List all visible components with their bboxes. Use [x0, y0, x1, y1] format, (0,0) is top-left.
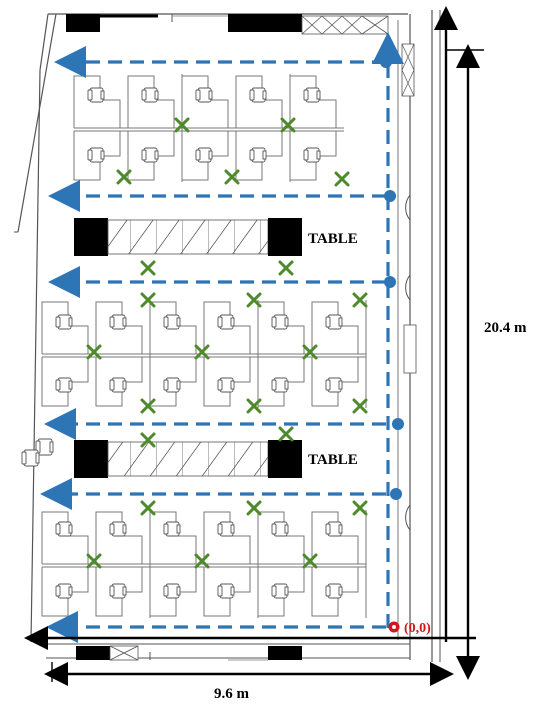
height-dimension: 20.4 m	[456, 44, 527, 680]
office-chair	[55, 583, 73, 599]
office-chair	[109, 377, 127, 393]
measurement-point-x	[302, 344, 318, 360]
route-node	[392, 418, 404, 430]
measurement-point-x	[302, 553, 318, 569]
office-chair	[109, 314, 127, 330]
office-chair	[87, 87, 105, 103]
measurement-point-x	[246, 292, 262, 308]
office-chair	[109, 521, 127, 537]
office-chair	[325, 377, 343, 393]
origin-label: (0,0)	[404, 621, 431, 636]
width-dimension: 9.6 m	[44, 662, 454, 702]
office-chair	[141, 147, 159, 163]
measurement-point-x	[352, 500, 368, 516]
measurement-point-x	[246, 500, 262, 516]
office-chair	[325, 583, 343, 599]
office-chair	[55, 521, 73, 537]
measurement-route	[40, 32, 404, 643]
measurement-point-x	[140, 432, 156, 448]
measurement-point-x	[278, 426, 294, 442]
doors	[405, 194, 411, 531]
office-chair	[249, 87, 267, 103]
office-chair	[303, 147, 321, 163]
office-chair	[109, 583, 127, 599]
table-top: TABLE	[74, 218, 358, 256]
bottom-fixtures	[76, 645, 302, 661]
measurement-point-x	[140, 292, 156, 308]
measurement-point-x	[224, 169, 240, 185]
measurement-point-x	[140, 500, 156, 516]
office-chair	[87, 147, 105, 163]
measurement-point-x	[352, 292, 368, 308]
measurement-point-x	[174, 117, 190, 133]
office-chair	[325, 521, 343, 537]
office-chair	[55, 314, 73, 330]
office-chair	[271, 583, 289, 599]
route-node	[390, 488, 402, 500]
route-node	[384, 190, 396, 202]
office-chair	[271, 314, 289, 330]
office-chair	[217, 314, 235, 330]
office-chair	[195, 87, 213, 103]
measurement-point-x	[246, 398, 262, 414]
measurement-point-x	[140, 260, 156, 276]
width-dimension-label: 9.6 m	[214, 686, 250, 702]
measurement-point-x	[86, 553, 102, 569]
office-chair	[249, 147, 267, 163]
table-label-bottom: TABLE	[308, 452, 358, 468]
route-node	[380, 56, 392, 68]
cubicle-cluster	[73, 74, 344, 182]
table-label-top: TABLE	[308, 231, 358, 247]
route-node	[384, 276, 396, 288]
measurement-point-x	[278, 260, 294, 276]
office-chair	[163, 314, 181, 330]
measurement-point-x	[116, 169, 132, 185]
measurement-point-x	[194, 344, 210, 360]
table-bottom: TABLE	[21, 438, 358, 478]
measurement-point-x	[334, 171, 350, 187]
office-chair	[163, 377, 181, 393]
cubicle-clusters	[41, 74, 367, 618]
height-dimension-label: 20.4 m	[484, 320, 527, 336]
measurement-point-x	[194, 553, 210, 569]
measurement-point-x	[352, 398, 368, 414]
coordinate-axes	[24, 6, 484, 650]
office-chair	[217, 583, 235, 599]
office-chair	[303, 87, 321, 103]
cubicle-cluster	[41, 510, 367, 618]
office-chair	[217, 521, 235, 537]
office-chair	[325, 314, 343, 330]
office-chair	[271, 521, 289, 537]
top-fixtures	[66, 14, 417, 374]
office-chair	[141, 87, 159, 103]
office-chair	[55, 377, 73, 393]
office-chair	[271, 377, 289, 393]
measurement-point-x	[280, 117, 296, 133]
office-chair	[195, 147, 213, 163]
measurement-point-x	[140, 398, 156, 414]
office-chair	[163, 583, 181, 599]
measurement-point-x	[86, 344, 102, 360]
origin-point: (0,0)	[388, 621, 431, 636]
office-chair	[163, 521, 181, 537]
measurement-points	[86, 117, 368, 569]
office-chair	[217, 377, 235, 393]
